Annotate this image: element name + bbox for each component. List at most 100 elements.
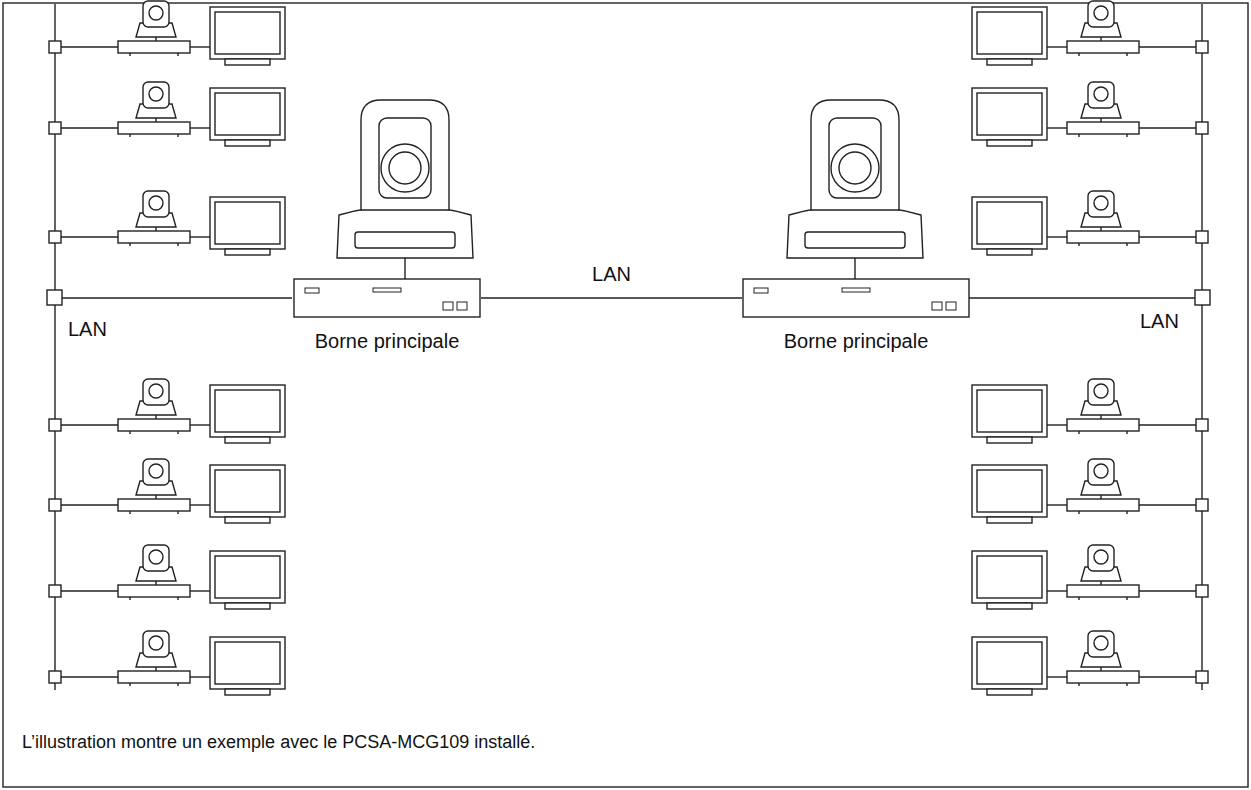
camera-lens xyxy=(149,464,163,478)
lan-wire xyxy=(62,297,292,298)
screen xyxy=(215,556,280,598)
screen xyxy=(215,202,280,244)
screen xyxy=(215,12,280,54)
terminal xyxy=(118,231,190,243)
camera-lens xyxy=(149,636,163,650)
lan-wire xyxy=(61,46,120,47)
terminal xyxy=(1067,671,1139,683)
main-terminal: Borne principale xyxy=(742,278,970,353)
terminal xyxy=(1067,499,1139,511)
camera-lens xyxy=(1094,550,1108,564)
monitor xyxy=(972,197,1047,249)
camera-body xyxy=(361,100,449,210)
foot xyxy=(129,53,130,56)
monitor xyxy=(210,465,285,517)
lan-wire xyxy=(1137,236,1196,237)
foot xyxy=(1126,134,1127,137)
camera-body xyxy=(811,100,899,210)
terminal xyxy=(118,671,190,683)
lan-wire xyxy=(61,236,120,237)
camera-lens xyxy=(149,87,163,101)
main-camera xyxy=(337,100,473,280)
lan-wire xyxy=(61,504,120,505)
foot xyxy=(1078,597,1079,600)
hub xyxy=(1196,499,1208,511)
monitor xyxy=(210,385,285,437)
monitor-stand xyxy=(987,689,1032,695)
foot xyxy=(1126,683,1127,686)
monitor xyxy=(972,385,1047,437)
camera-panel xyxy=(355,232,455,248)
cable xyxy=(1047,676,1067,677)
monitor xyxy=(210,88,285,140)
foot xyxy=(1126,431,1127,434)
camera-body xyxy=(1088,82,1114,108)
camera-body xyxy=(1088,1,1114,27)
camera-body xyxy=(1088,631,1114,657)
cable xyxy=(190,504,210,505)
monitor-stand xyxy=(225,437,270,443)
cable xyxy=(190,236,210,237)
main-camera xyxy=(787,100,923,280)
device-label: Borne principale xyxy=(742,330,970,353)
lan-wire xyxy=(1137,127,1196,128)
camera-head xyxy=(829,118,881,198)
cable xyxy=(190,590,210,591)
hub xyxy=(1195,290,1210,305)
monitor-stand xyxy=(225,59,270,65)
camera-body xyxy=(1088,191,1114,217)
cable xyxy=(190,46,210,47)
camera-body xyxy=(143,631,169,657)
camera-lens xyxy=(381,144,429,192)
camera-lens xyxy=(1094,196,1108,210)
camera-body xyxy=(1088,379,1114,405)
network-label: LAN xyxy=(68,318,107,341)
cable xyxy=(1047,127,1067,128)
hub xyxy=(49,585,61,597)
foot xyxy=(1078,431,1079,434)
monitor xyxy=(210,197,285,249)
hub xyxy=(1196,671,1208,683)
monitor xyxy=(972,465,1047,517)
foot xyxy=(129,431,130,434)
cable xyxy=(1047,590,1067,591)
screen xyxy=(977,93,1042,135)
camera-lens xyxy=(1094,6,1108,20)
camera-base xyxy=(787,206,923,259)
camera-lens xyxy=(149,196,163,210)
foot xyxy=(129,134,130,137)
connector-label: LAN xyxy=(589,263,634,286)
lan-wire xyxy=(1137,46,1196,47)
network-label: LAN xyxy=(1140,310,1179,333)
screen xyxy=(215,642,280,684)
monitor-stand xyxy=(225,140,270,146)
monitor xyxy=(210,7,285,59)
left-side xyxy=(47,1,292,695)
screen xyxy=(215,390,280,432)
hub xyxy=(49,122,61,134)
camera-body xyxy=(143,1,169,27)
monitor xyxy=(210,637,285,689)
cable xyxy=(190,424,210,425)
foot xyxy=(177,134,178,137)
monitor xyxy=(972,637,1047,689)
lan-wire xyxy=(965,297,1195,298)
terminal xyxy=(118,585,190,597)
foot xyxy=(1078,53,1079,56)
camera-lens xyxy=(149,550,163,564)
screen xyxy=(977,642,1042,684)
lan-wire xyxy=(61,127,120,128)
monitor xyxy=(972,88,1047,140)
camera-head xyxy=(379,118,431,198)
cable xyxy=(190,676,210,677)
foot xyxy=(177,511,178,514)
screen xyxy=(977,390,1042,432)
monitor-stand xyxy=(987,59,1032,65)
hub xyxy=(1196,419,1208,431)
camera-body xyxy=(143,545,169,571)
monitor-stand xyxy=(987,437,1032,443)
stem xyxy=(404,258,405,280)
cable xyxy=(1047,504,1067,505)
hub xyxy=(1196,122,1208,134)
